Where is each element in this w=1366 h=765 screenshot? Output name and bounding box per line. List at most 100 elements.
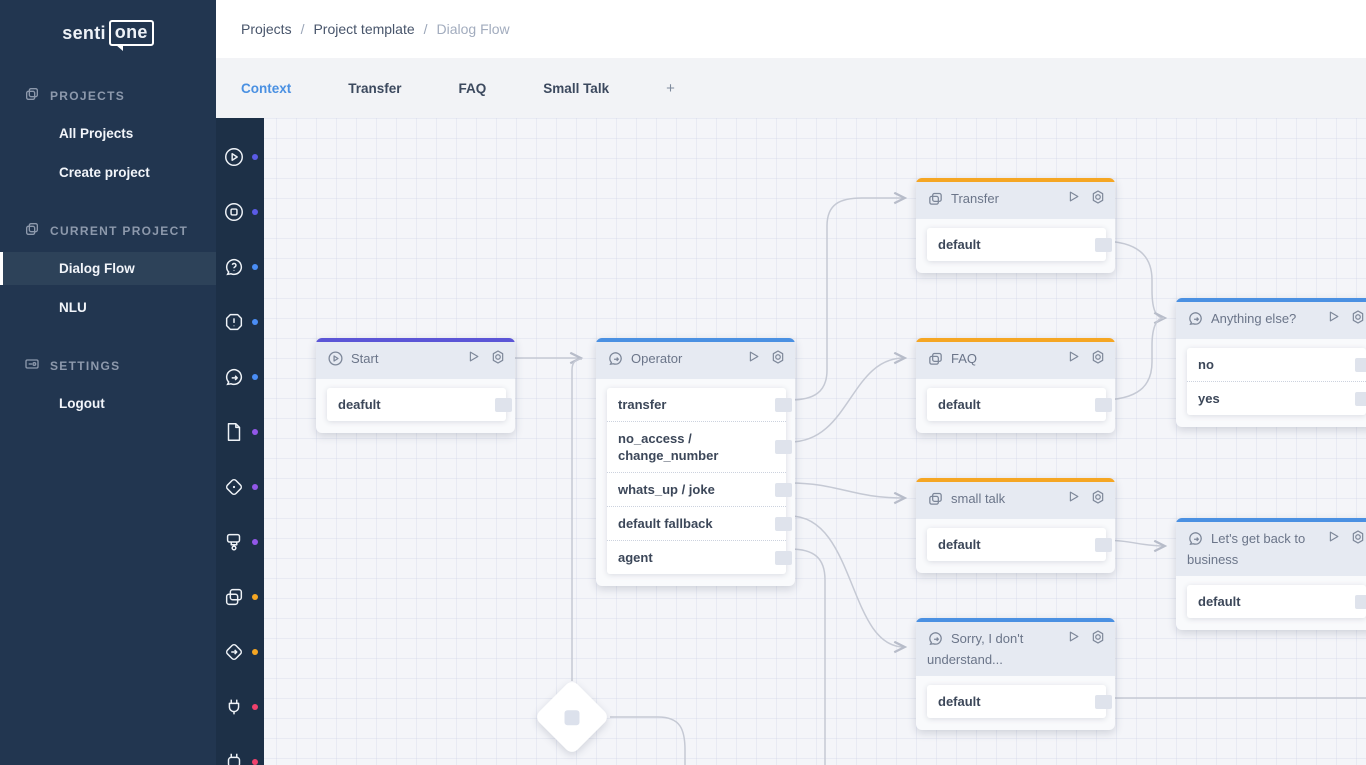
node-item[interactable]: agent <box>607 540 792 574</box>
node-header[interactable]: Anything else? <box>1176 302 1366 339</box>
output-port[interactable] <box>1355 594 1366 609</box>
node-item[interactable]: default <box>927 528 1112 561</box>
play-circle-icon[interactable] <box>216 129 264 184</box>
plug-icon[interactable] <box>216 679 264 734</box>
nav-header-current-project: CURRENT PROJECT <box>0 215 216 246</box>
node-body: no yes <box>1176 339 1366 427</box>
item-label: default <box>938 537 981 552</box>
node-body: transfer no_access / change_number whats… <box>596 379 795 586</box>
document-icon[interactable] <box>216 404 264 459</box>
output-port[interactable] <box>1095 237 1112 252</box>
robot-icon[interactable] <box>216 734 264 765</box>
breadcrumb-dialog-flow: Dialog Flow <box>436 21 510 37</box>
sidebar-item-dialog-flow[interactable]: Dialog Flow <box>0 252 216 285</box>
node-header[interactable]: FAQ <box>916 342 1115 379</box>
run-node-icon[interactable] <box>1326 309 1341 329</box>
node-small-talk[interactable]: small talk default <box>916 478 1115 573</box>
node-header[interactable]: Sorry, I don't understand... <box>916 622 1115 676</box>
output-port[interactable] <box>775 516 792 531</box>
sidebar-item-logout[interactable]: Logout <box>59 396 105 411</box>
node-settings-icon[interactable] <box>1090 629 1106 649</box>
run-node-icon[interactable] <box>1066 489 1081 509</box>
node-start[interactable]: Start deafult <box>316 338 515 433</box>
add-tab-button[interactable]: + <box>666 79 675 97</box>
output-port[interactable] <box>775 482 792 497</box>
tab-transfer[interactable]: Transfer <box>348 80 402 96</box>
context-tabs: Context Transfer FAQ Small Talk + <box>216 58 1366 118</box>
node-item[interactable]: default <box>927 228 1112 261</box>
output-port[interactable] <box>775 550 792 565</box>
node-transfer[interactable]: Transfer default <box>916 178 1115 273</box>
dialog-flow-canvas[interactable]: Start deafult Operator transfer <box>216 118 1366 765</box>
item-label: whats_up / joke <box>618 482 715 497</box>
output-port[interactable] <box>775 440 792 454</box>
run-node-icon[interactable] <box>1326 529 1341 549</box>
output-port[interactable] <box>1095 397 1112 412</box>
chat-arrow-icon[interactable] <box>216 349 264 404</box>
warning-hexagon-icon[interactable] <box>216 294 264 349</box>
breadcrumb-project-template[interactable]: Project template <box>313 21 415 37</box>
diamond-port[interactable] <box>564 709 580 725</box>
output-port[interactable] <box>1355 357 1366 372</box>
question-bubble-icon[interactable] <box>216 239 264 294</box>
breadcrumb-projects[interactable]: Projects <box>241 21 292 37</box>
diamond-arrow-icon[interactable] <box>216 624 264 679</box>
node-header[interactable]: Transfer <box>916 182 1115 219</box>
node-anything-else[interactable]: Anything else? no yes <box>1176 298 1366 427</box>
node-item[interactable]: default <box>1187 585 1366 618</box>
node-header[interactable]: Operator <box>596 342 795 379</box>
node-settings-icon[interactable] <box>1090 349 1106 369</box>
node-settings-icon[interactable] <box>1350 309 1366 329</box>
node-item[interactable]: default <box>927 685 1112 718</box>
node-settings-icon[interactable] <box>490 349 506 369</box>
node-item[interactable]: deafult <box>327 388 512 421</box>
stacked-cards-icon[interactable] <box>216 569 264 624</box>
node-settings-icon[interactable] <box>770 349 786 369</box>
node-settings-icon[interactable] <box>1090 189 1106 209</box>
node-item[interactable]: transfer <box>607 388 792 421</box>
node-title: Anything else? <box>1211 311 1297 326</box>
nav-section-current-project: CURRENT PROJECT Dialog Flow NLU <box>0 215 216 324</box>
nav-header-label: SETTINGS <box>50 358 121 373</box>
nav-header-label: CURRENT PROJECT <box>50 223 189 238</box>
sidebar-item-create-project[interactable]: Create project <box>59 165 150 180</box>
stop-circle-icon[interactable] <box>216 184 264 239</box>
run-node-icon[interactable] <box>1066 349 1081 369</box>
node-header[interactable]: Let's get back to business <box>1176 522 1366 576</box>
node-lets-get-back[interactable]: Let's get back to business default <box>1176 518 1366 630</box>
node-sorry[interactable]: Sorry, I don't understand... default <box>916 618 1115 730</box>
output-port[interactable] <box>495 397 512 412</box>
node-item[interactable]: no_access / change_number <box>607 421 792 472</box>
node-header[interactable]: small talk <box>916 482 1115 519</box>
node-item[interactable]: default <box>927 388 1112 421</box>
run-node-icon[interactable] <box>746 349 761 369</box>
tab-context[interactable]: Context <box>241 80 292 96</box>
sidebar-item-all-projects[interactable]: All Projects <box>59 126 134 141</box>
node-item[interactable]: default fallback <box>607 506 792 540</box>
run-node-icon[interactable] <box>466 349 481 369</box>
node-item[interactable]: no <box>1187 348 1366 381</box>
nav-section-projects: PROJECTS All Projects Create project <box>0 80 216 189</box>
node-settings-icon[interactable] <box>1350 529 1366 549</box>
node-faq[interactable]: FAQ default <box>916 338 1115 433</box>
tab-small-talk[interactable]: Small Talk <box>543 80 610 96</box>
node-operator[interactable]: Operator transfer no_access / change_num… <box>596 338 795 586</box>
output-port[interactable] <box>775 397 792 412</box>
node-header[interactable]: Start <box>316 342 515 379</box>
node-settings-icon[interactable] <box>1090 489 1106 509</box>
run-node-icon[interactable] <box>1066 189 1081 209</box>
node-item[interactable]: yes <box>1187 381 1366 415</box>
paint-roller-icon[interactable] <box>216 514 264 569</box>
output-port[interactable] <box>1095 694 1112 709</box>
output-port[interactable] <box>1355 391 1366 406</box>
sidebar-item-nlu[interactable]: NLU <box>59 300 87 315</box>
run-node-icon[interactable] <box>1066 629 1081 649</box>
tab-faq[interactable]: FAQ <box>458 80 487 96</box>
output-port[interactable] <box>1095 537 1112 552</box>
diamond-dot-icon[interactable] <box>216 459 264 514</box>
item-label: no_access / change_number <box>618 431 719 463</box>
node-title: Operator <box>631 351 683 366</box>
node-item[interactable]: whats_up / joke <box>607 472 792 506</box>
